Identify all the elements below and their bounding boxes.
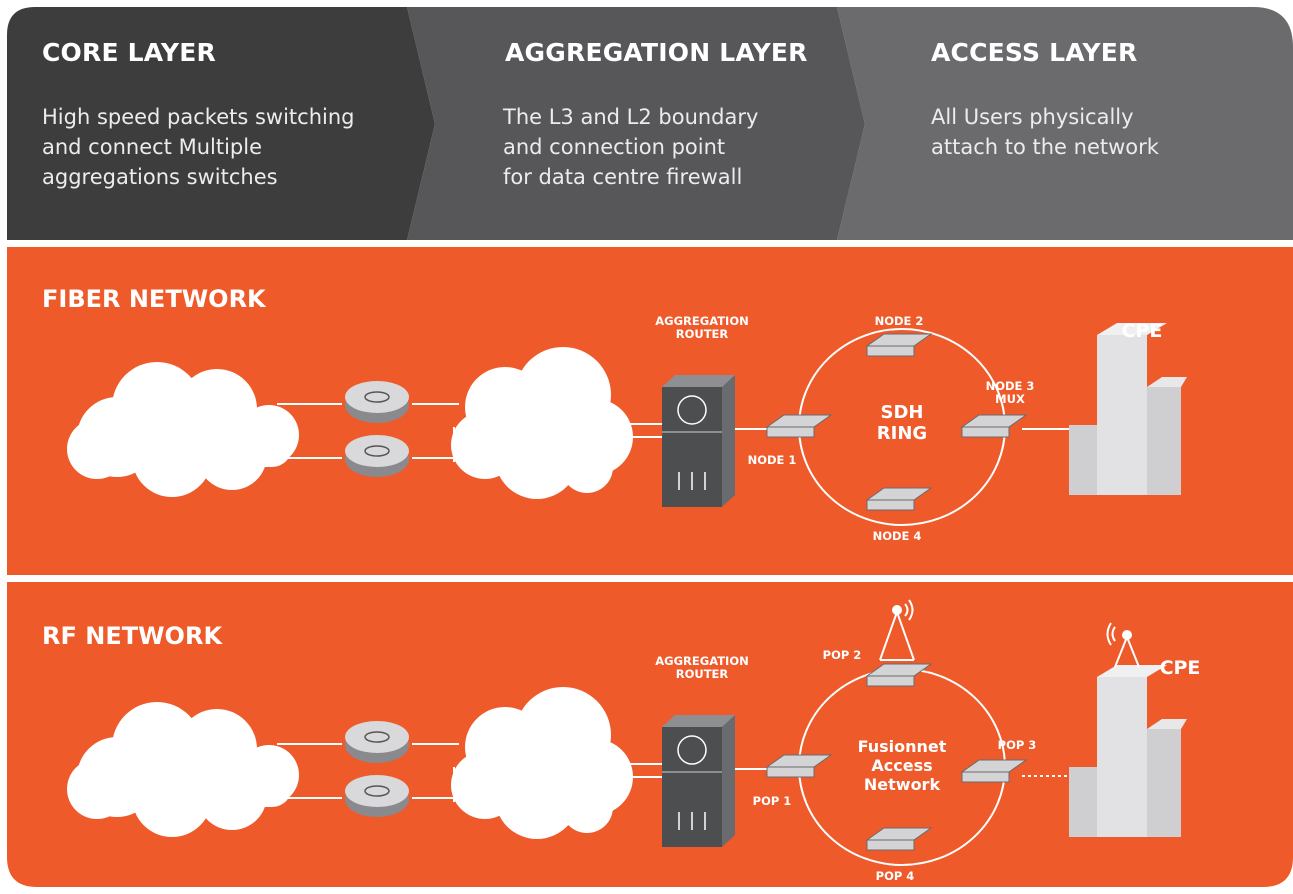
rf-core-router-1 — [345, 721, 409, 763]
layer-access-description: All Users physically attach to the netwo… — [931, 105, 1159, 159]
aggregation-router-label: AGGREGATION ROUTER — [655, 314, 749, 341]
layer-aggregation: AGGREGATION LAYER The L3 and L2 boundary… — [435, 0, 865, 240]
rf-cpe-label: CPE — [1159, 657, 1201, 679]
layer-core-title: CORE LAYER — [42, 38, 216, 67]
rf-internet-cloud-shape — [67, 702, 299, 837]
aggregation-router-shape — [662, 375, 735, 507]
internet-cloud-shape — [67, 362, 299, 497]
pop-3-label: POP 3 — [997, 738, 1037, 752]
rf-fusionnet-ip-cloud-label: Fusionnet IP Cloud Network — [497, 735, 587, 792]
core-router-1 — [345, 381, 409, 423]
fiber-network-title: FIBER NETWORK — [42, 285, 266, 313]
layer-header — [7, 7, 1293, 240]
fiber-network-diagram — [7, 247, 1293, 575]
layer-core-description: High speed packets switching and connect… — [42, 105, 355, 189]
layer-aggregation-title: AGGREGATION LAYER — [505, 38, 808, 67]
rf-ip-cloud-shape — [451, 687, 633, 839]
layer-aggregation-description: The L3 and L2 boundary and connection po… — [503, 105, 759, 189]
node-2-label: NODE 2 — [874, 314, 924, 328]
cpe-label: CPE — [1121, 320, 1163, 342]
rf-cpe-building — [1069, 665, 1187, 837]
pop-1-label: POP 1 — [752, 794, 792, 808]
layer-access-title: ACCESS LAYER — [931, 38, 1138, 67]
core-router-2 — [345, 435, 409, 477]
cpe-building — [1069, 323, 1187, 495]
layer-access: ACCESS LAYER All Users physically attach… — [865, 0, 1293, 240]
pop-2-label: POP 2 — [822, 648, 862, 662]
node-4-label: NODE 4 — [872, 529, 922, 543]
ip-cloud-shape — [451, 347, 633, 499]
fusionnet-ip-cloud-label: Fusionnet IP Cloud Network — [497, 384, 587, 441]
fusionnet-access-network-label: Fusionnet Access Network — [857, 737, 947, 794]
rf-network-diagram — [7, 582, 1293, 887]
rf-aggregation-router-shape — [662, 715, 735, 847]
rf-core-router-2 — [345, 775, 409, 817]
layer-header-background — [7, 7, 1293, 240]
rf-internet-cloud-label: Internet Cloud — [145, 747, 219, 785]
node-1-label: NODE 1 — [747, 453, 797, 467]
fiber-network-panel: FIBER NETWORK Internet Cloud Fusionnet I… — [7, 247, 1293, 575]
pop-4-label: POP 4 — [875, 869, 915, 883]
layer-core: CORE LAYER High speed packets switching … — [0, 0, 435, 240]
rf-aggregation-router-label: AGGREGATION ROUTER — [655, 654, 749, 681]
rf-network-title: RF NETWORK — [42, 622, 223, 650]
sdh-ring-label: SDH RING — [876, 402, 928, 444]
node-3-mux-label: NODE 3 MUX — [985, 379, 1035, 406]
pop-antenna-tip — [892, 605, 902, 615]
rf-network-panel: RF NETWORK Internet Cloud Fusionnet IP C… — [7, 582, 1293, 887]
internet-cloud-label: Internet Cloud — [145, 407, 219, 445]
cpe-antenna — [1106, 622, 1140, 668]
pop-antenna-tower — [879, 599, 915, 661]
cpe-antenna-tip — [1122, 630, 1132, 640]
